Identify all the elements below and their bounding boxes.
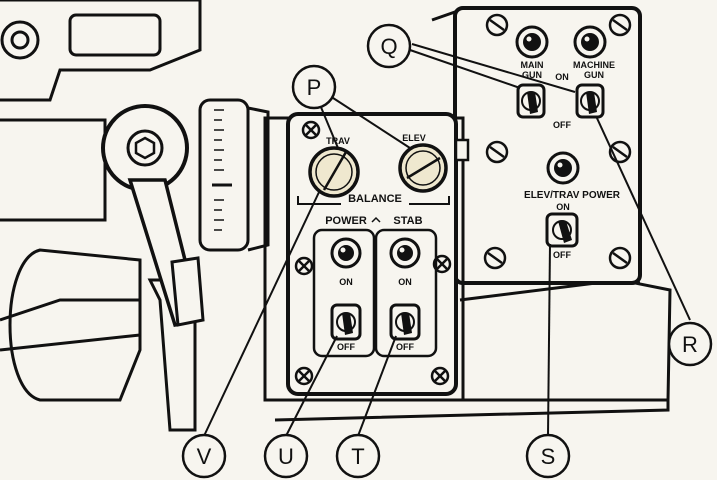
stab-on-label: ON: [398, 277, 412, 287]
svg-text:S: S: [541, 444, 556, 469]
elev-label: ELEV: [402, 133, 426, 143]
main-gun-label-line1: MAIN: [521, 60, 544, 70]
machine-gun-label-line2: GUN: [584, 70, 604, 80]
svg-text:T: T: [351, 444, 364, 469]
panel-screw: [483, 13, 632, 270]
stab-label: STAB: [393, 215, 422, 227]
leader-lines: [203, 43, 691, 437]
gun-off-label: OFF: [553, 120, 571, 130]
svg-text:U: U: [278, 444, 294, 469]
power-label: POWER: [325, 215, 367, 227]
power-indicator-lamp: [330, 237, 362, 269]
main-gun-toggle-switch[interactable]: [516, 83, 546, 119]
elev-trav-on-label: ON: [556, 202, 570, 212]
panel-screw: [294, 120, 452, 386]
power-off-label: OFF: [337, 342, 355, 352]
stab-indicator-lamp: [389, 237, 421, 269]
callout-t: T: [335, 433, 381, 479]
machine-gun-indicator-lamp: [573, 25, 607, 59]
main-gun-label-line2: GUN: [522, 70, 542, 80]
balance-stab-panel: TRAV ELEV BALANCE POWER STAB ON ON: [263, 112, 470, 402]
dial-ticks: [214, 109, 224, 231]
stab-toggle-switch[interactable]: [389, 303, 421, 341]
leader-u: [285, 335, 338, 437]
elev-balance-knob[interactable]: [398, 143, 448, 193]
trav-balance-knob[interactable]: [308, 146, 360, 198]
leader-q-main: [409, 49, 521, 89]
elev-trav-power-label: ELEV/TRAV POWER: [524, 190, 621, 201]
svg-text:V: V: [197, 444, 212, 469]
svg-text:P: P: [307, 75, 322, 100]
leader-r: [595, 115, 691, 321]
leader-v: [203, 189, 321, 437]
main-gun-indicator-lamp: [515, 25, 549, 59]
machine-gun-label-line1: MACHINE: [573, 60, 615, 70]
leader-p-elev: [329, 95, 411, 149]
handwheel-lever: [101, 104, 205, 328]
elev-trav-power-toggle-switch[interactable]: [545, 212, 579, 248]
elev-trav-power-indicator-lamp: [546, 151, 580, 185]
trav-label: TRAV: [326, 136, 350, 146]
gun-on-label: ON: [555, 72, 569, 82]
mount-base: [270, 278, 672, 422]
elev-trav-off-label: OFF: [553, 250, 571, 260]
leader-q-machine: [411, 43, 576, 93]
machine-gun-toggle-switch[interactable]: [575, 83, 605, 119]
stab-off-label: OFF: [396, 342, 414, 352]
svg-text:Q: Q: [380, 34, 397, 59]
power-toggle-switch[interactable]: [330, 303, 362, 341]
left-machinery: [0, 0, 270, 432]
callout-v: V: [181, 433, 227, 479]
callout-s: S: [525, 433, 571, 479]
power-on-label: ON: [339, 277, 353, 287]
callout-u: U: [263, 433, 309, 479]
balance-label: BALANCE: [348, 193, 402, 205]
callout-p: P: [291, 64, 337, 110]
callout-q: Q: [366, 23, 412, 69]
callout-r: R: [667, 321, 713, 367]
leader-s: [547, 243, 551, 437]
leader-t: [357, 335, 397, 437]
svg-text:R: R: [682, 332, 698, 357]
